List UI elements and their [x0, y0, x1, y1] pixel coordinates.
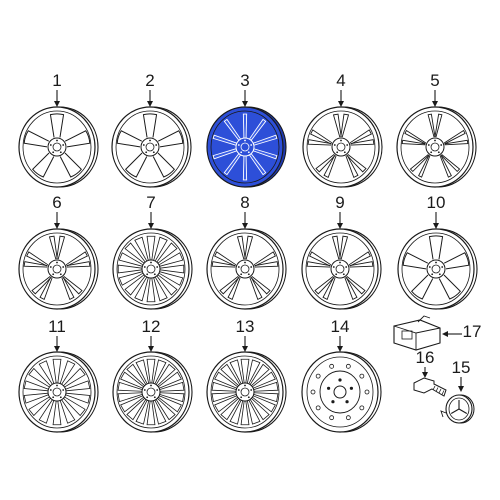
callout-4[interactable]: 4 — [336, 71, 345, 90]
callout-1[interactable]: 1 — [52, 71, 61, 90]
wheel-2[interactable] — [111, 90, 192, 188]
callout-16[interactable]: 16 — [416, 348, 435, 367]
wheel-6[interactable] — [18, 212, 99, 310]
tire-pressure-sensor-17[interactable] — [393, 315, 462, 351]
center-cap-15[interactable] — [440, 377, 475, 424]
wheel-5[interactable] — [396, 90, 477, 188]
callout-17[interactable]: 17 — [463, 322, 482, 341]
wheel-12[interactable] — [112, 336, 193, 433]
callout-8[interactable]: 8 — [240, 193, 249, 212]
wheel-4[interactable] — [302, 90, 383, 188]
callout-3[interactable]: 3 — [240, 71, 249, 90]
spare-wheel-14[interactable] — [301, 336, 382, 433]
wheel-8[interactable] — [206, 212, 287, 310]
callout-13[interactable]: 13 — [236, 317, 255, 336]
callout-12[interactable]: 12 — [142, 317, 161, 336]
part-drawings — [18, 90, 478, 433]
wheel-1[interactable] — [18, 90, 99, 188]
wheel-3[interactable] — [206, 90, 287, 188]
wheel-9[interactable] — [301, 212, 382, 310]
callout-10[interactable]: 10 — [427, 193, 446, 212]
callout-7[interactable]: 7 — [146, 193, 155, 212]
callout-6[interactable]: 6 — [52, 193, 61, 212]
wheel-13[interactable] — [206, 336, 287, 433]
wheel-7[interactable] — [112, 212, 193, 310]
callout-11[interactable]: 11 — [48, 317, 66, 336]
callout-2[interactable]: 2 — [145, 71, 154, 90]
callout-15[interactable]: 15 — [452, 358, 471, 377]
wheel-10[interactable] — [397, 212, 478, 310]
callout-5[interactable]: 5 — [430, 71, 439, 90]
lug-bolt-16[interactable] — [413, 367, 447, 397]
callout-9[interactable]: 9 — [335, 193, 344, 212]
callout-labels: 1 2 3 4 5 6 7 8 9 10 11 12 13 14 15 16 1… — [48, 71, 481, 377]
wheel-11[interactable] — [18, 336, 99, 433]
callout-14[interactable]: 14 — [331, 317, 350, 336]
